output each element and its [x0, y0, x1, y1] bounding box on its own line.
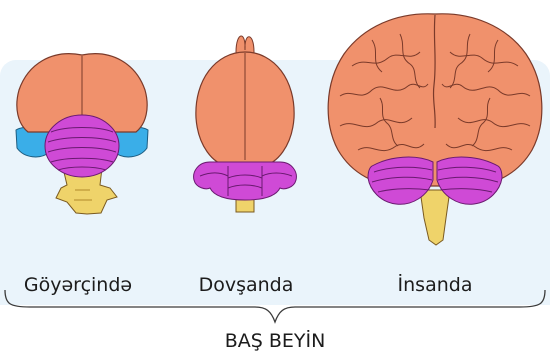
- rabbit-brain: [194, 36, 297, 212]
- pigeon-brain: [16, 54, 148, 214]
- diagram-caption: BAŞ BEYİN: [225, 330, 326, 352]
- pigeon-label: Göyərçində: [24, 274, 132, 296]
- rabbit-label: Dovşanda: [199, 274, 294, 296]
- human-brain: [328, 14, 542, 245]
- human-brainstem: [420, 190, 450, 245]
- pigeon-cerebellum: [45, 115, 119, 177]
- human-label: İnsanda: [398, 274, 473, 296]
- rabbit-cerebellum: [194, 162, 297, 200]
